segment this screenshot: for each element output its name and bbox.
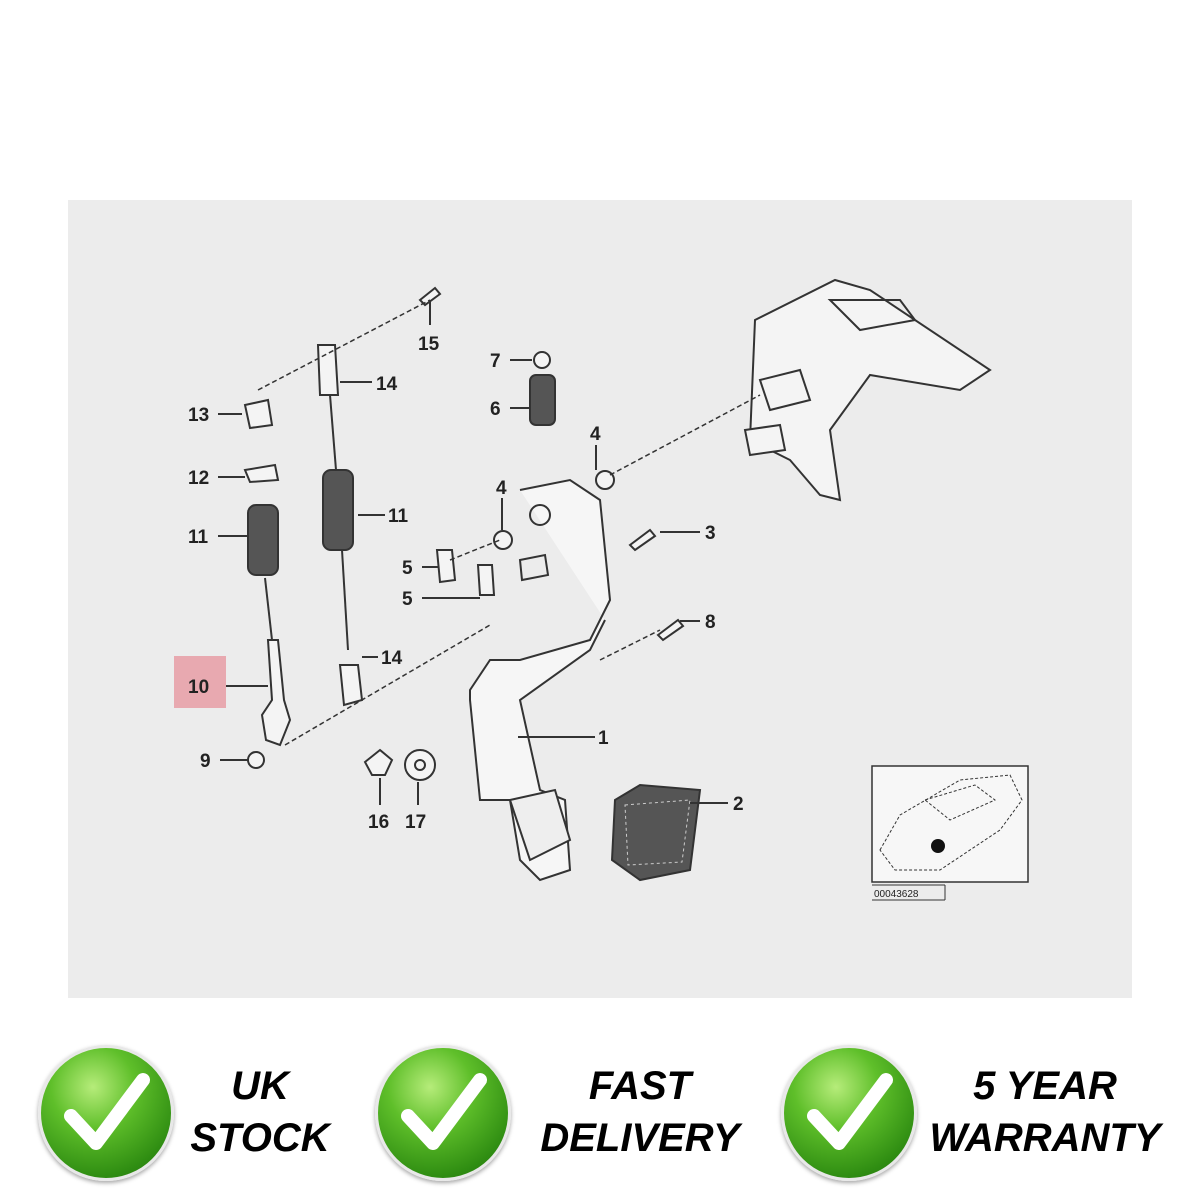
check-badge-fast-delivery (375, 1045, 511, 1181)
pedal-pad (610, 783, 702, 882)
nut-9 (247, 751, 265, 769)
callout-5-top: 5 (402, 558, 413, 579)
pedal-bracket (743, 278, 992, 502)
check-badge-uk-stock (38, 1045, 174, 1181)
callout-16: 16 (368, 812, 389, 833)
badge-line1: UK (231, 1064, 289, 1108)
spring-middle (316, 344, 364, 707)
badge-line2: STOCK (190, 1116, 330, 1160)
badge-text-warranty: 5 YEAR WARRANTY (915, 1060, 1175, 1164)
callout-14-top: 14 (376, 374, 398, 395)
callout-5-bottom: 5 (402, 589, 413, 610)
callout-4-left: 4 (496, 478, 507, 499)
spring-left (247, 504, 292, 747)
badge-line1: 5 YEAR (973, 1064, 1117, 1108)
assembly-lines (257, 299, 761, 746)
callout-9: 9 (200, 751, 211, 772)
clip-12 (243, 463, 280, 484)
callout-4-right: 4 (590, 424, 601, 445)
badge-text-uk-stock: UK STOCK (170, 1060, 350, 1164)
clip-13 (243, 398, 274, 430)
callout-14-bottom: 14 (381, 648, 403, 669)
diagram-code: 00043628 (874, 889, 919, 900)
washer-17 (404, 749, 436, 781)
badge-line2: DELIVERY (540, 1116, 740, 1160)
callout-11-left: 11 (188, 527, 209, 548)
callout-12: 12 (188, 468, 209, 489)
callout-labels: 15 14 13 12 11 11 7 6 4 4 3 5 5 8 14 10 … (188, 334, 744, 833)
stop-16 (363, 748, 394, 776)
checkmark-icon (64, 1073, 150, 1150)
callout-7: 7 (490, 351, 501, 372)
badge-text-fast-delivery: FAST DELIVERY (520, 1060, 760, 1164)
badge-line2: WARRANTY (929, 1116, 1161, 1160)
callout-15: 15 (418, 334, 440, 355)
callout-17: 17 (405, 812, 426, 833)
bush-4b (493, 530, 513, 550)
callout-8: 8 (705, 612, 716, 633)
checkmark-icon (401, 1073, 487, 1150)
badge-line1: FAST (588, 1064, 692, 1108)
callout-13: 13 (188, 405, 209, 426)
vehicle-locator-inset: 00043628 (871, 765, 1029, 901)
callout-11-middle: 11 (388, 506, 409, 527)
plate-5b (476, 564, 496, 596)
callout-6: 6 (490, 399, 501, 420)
check-badge-warranty (781, 1045, 917, 1181)
pedal-arm (469, 478, 612, 882)
part-10-highlight (174, 656, 226, 708)
pin-3 (628, 528, 657, 552)
checkmark-icon (807, 1073, 893, 1150)
callout-10: 10 (188, 677, 209, 698)
pin-8 (656, 618, 685, 642)
callout-1: 1 (598, 728, 609, 749)
bush-4a (595, 470, 615, 490)
callout-2: 2 (733, 794, 744, 815)
plate-5a (435, 549, 457, 584)
return-spring (529, 351, 556, 426)
leader-lines (218, 300, 728, 805)
callout-3: 3 (705, 523, 716, 544)
